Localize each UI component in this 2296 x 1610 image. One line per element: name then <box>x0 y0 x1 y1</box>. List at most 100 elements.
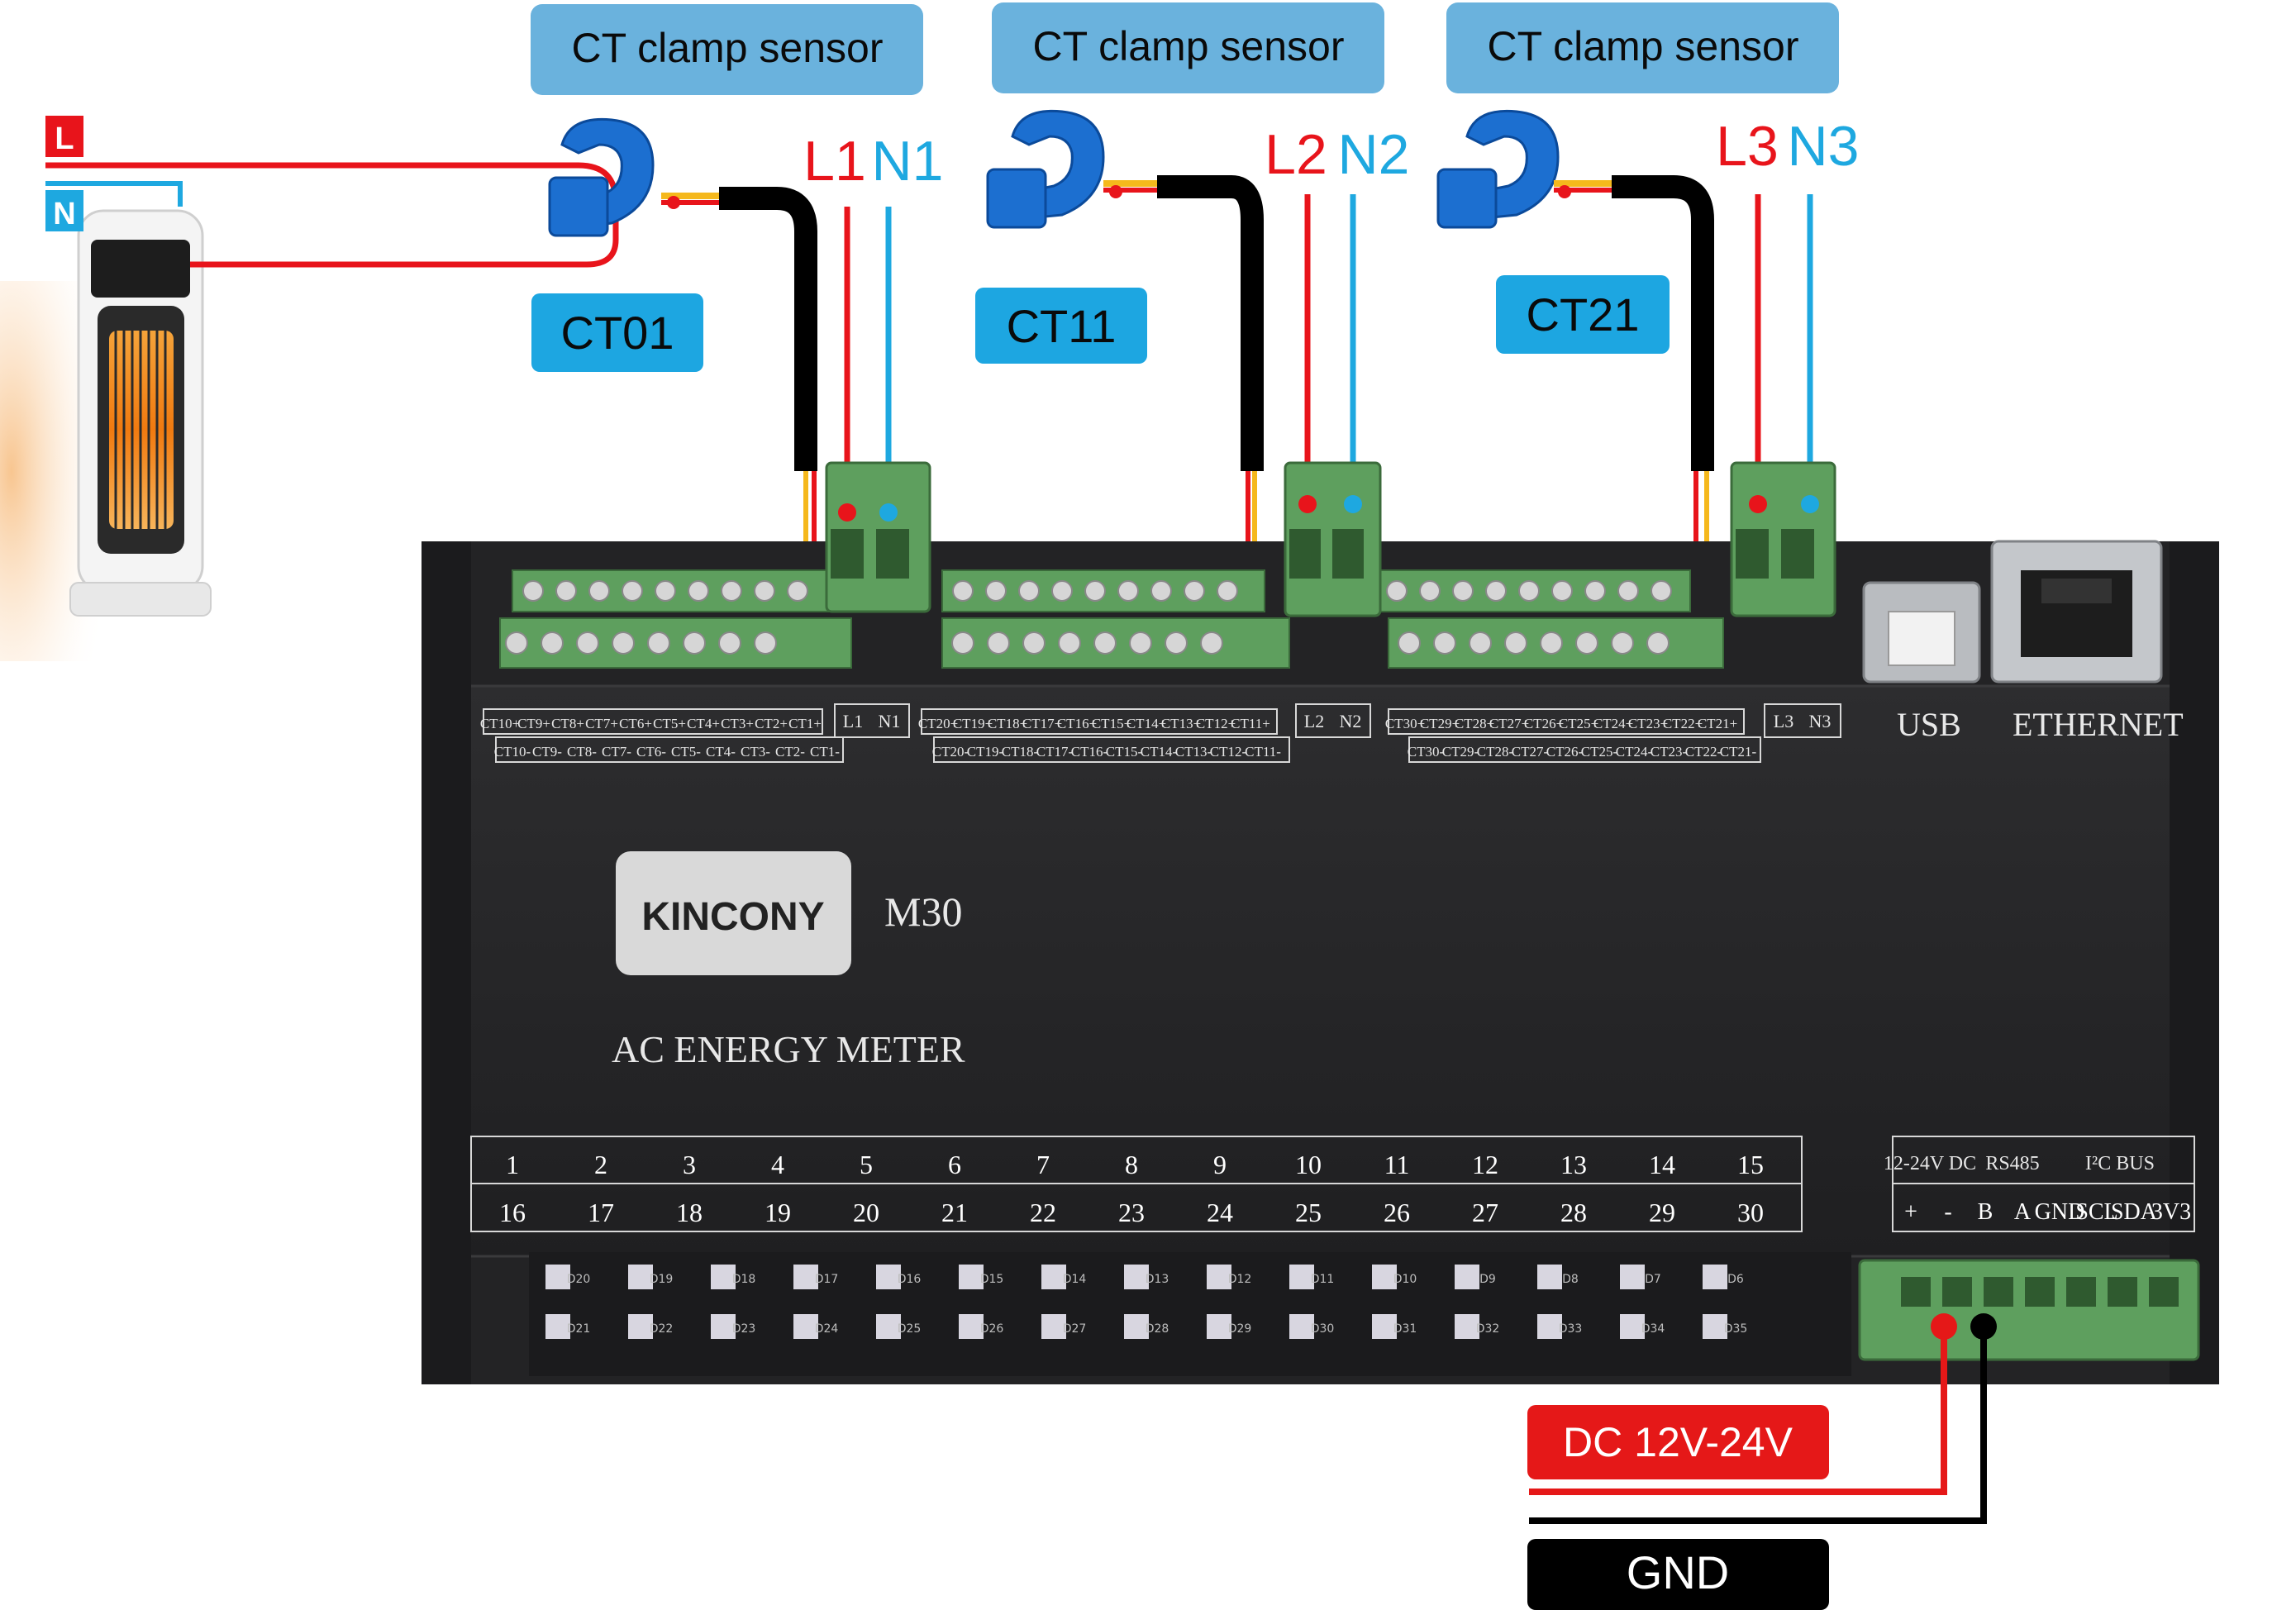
space-heater <box>0 209 212 661</box>
led-label: D24 <box>815 1322 839 1336</box>
terminal-labels-group1-bottom: CT10-CT9-CT8-CT7-CT6-CT5-CT4-CT3-CT2-CT1… <box>494 744 840 760</box>
power-block-pin: + <box>1904 1199 1917 1225</box>
channel-number: 12 <box>1472 1150 1498 1179</box>
terminal-label: CT11+ <box>1231 716 1270 731</box>
channel-number: 9 <box>1213 1150 1227 1179</box>
terminal-label: CT4- <box>706 744 736 760</box>
dc-power-label: DC 12V-24V <box>1563 1419 1793 1465</box>
terminal-label: CT27- <box>1512 744 1549 760</box>
heater-neutral-tag <box>45 190 83 231</box>
channel-number: 14 <box>1649 1150 1675 1179</box>
terminal-label: CT1+ <box>788 716 822 731</box>
power-block-pin: - <box>1944 1199 1951 1225</box>
channel-number: 29 <box>1649 1198 1675 1227</box>
terminal-label: CT20- <box>932 744 969 760</box>
terminal-label: CT24+ <box>1593 716 1633 731</box>
terminal-label: CT20+ <box>918 716 958 731</box>
live-label-3: L3 <box>1716 115 1779 178</box>
led-label: D32 <box>1476 1322 1500 1336</box>
terminal-label: CT11- <box>1245 744 1281 760</box>
led-label: D23 <box>732 1322 756 1336</box>
neutral-label-1: N1 <box>872 130 944 193</box>
channel-number: 28 <box>1560 1198 1587 1227</box>
terminal-label: CT2+ <box>755 716 788 731</box>
led-label: D28 <box>1146 1322 1169 1336</box>
gnd-tag <box>1527 1539 1829 1610</box>
led-label: D27 <box>1063 1322 1087 1336</box>
channel-number: 23 <box>1118 1198 1145 1227</box>
power-block-pin: B <box>1978 1199 1994 1225</box>
terminal-labels-group3-top: CT30+CT29+CT28+CT27+CT26+CT25+CT24+CT23+… <box>1385 716 1737 731</box>
terminal-label: CT14- <box>1141 744 1178 760</box>
power-block-pin: SCL <box>2075 1199 2117 1225</box>
usb-port <box>1862 581 1981 684</box>
led-label: D15 <box>980 1273 1004 1286</box>
terminal-label: CT29+ <box>1420 716 1460 731</box>
channel-number: 2 <box>594 1150 607 1179</box>
led-label: D33 <box>1559 1322 1583 1336</box>
terminal-label: CT1- <box>810 744 840 760</box>
led-label: D10 <box>1393 1273 1417 1286</box>
channel-number: 8 <box>1125 1150 1138 1179</box>
terminal-label: CT25+ <box>1559 716 1598 731</box>
led-label: D19 <box>650 1273 674 1286</box>
power-block-header: I²C BUS <box>2085 1153 2155 1174</box>
led-label: D8 <box>1562 1273 1579 1286</box>
terminal-label-outline <box>470 703 2195 1232</box>
terminal-label: CT21- <box>1720 744 1757 760</box>
ct-clamp-header-box-1 <box>531 4 923 95</box>
channel-number: 6 <box>948 1150 961 1179</box>
led-label: D6 <box>1727 1273 1744 1286</box>
channel-number: 24 <box>1207 1198 1233 1227</box>
channel-number: 13 <box>1560 1150 1587 1179</box>
terminal-label: L2 <box>1304 711 1324 731</box>
terminal-label: CT15+ <box>1092 716 1131 731</box>
terminal-label: CT9+ <box>517 716 550 731</box>
terminal-label: CT6+ <box>619 716 652 731</box>
channel-number: 7 <box>1036 1150 1050 1179</box>
terminal-label: CT15- <box>1106 744 1143 760</box>
ct-clamp-header-1: CT clamp sensor <box>572 25 884 71</box>
usb-label: USB <box>1897 706 1961 743</box>
led-label: D14 <box>1063 1273 1087 1286</box>
led-label: D25 <box>898 1322 922 1336</box>
ct-id-1: CT01 <box>561 307 674 359</box>
power-block-pin: A <box>2014 1199 2032 1225</box>
power-block-header: 12-24V DC <box>1884 1153 1976 1174</box>
power-block-header: RS485 <box>1985 1153 2039 1174</box>
terminal-labels-group1-top: CT10+CT9+CT8+CT7+CT6+CT5+CT4+CT3+CT2+CT1… <box>480 716 822 731</box>
channel-number: 30 <box>1737 1198 1764 1227</box>
channel-number: 3 <box>683 1150 696 1179</box>
terminal-label: CT28+ <box>1455 716 1494 731</box>
led-label: D12 <box>1228 1273 1252 1286</box>
led-label: D11 <box>1311 1273 1335 1286</box>
channel-number: 17 <box>588 1198 614 1227</box>
led-label: D22 <box>650 1322 674 1336</box>
terminal-label: CT7- <box>602 744 631 760</box>
channel-number: 10 <box>1295 1150 1322 1179</box>
led-label: D31 <box>1393 1322 1417 1336</box>
power-block-pin: 3V3 <box>2151 1199 2191 1225</box>
terminal-label: CT2- <box>775 744 805 760</box>
terminal-blocks <box>499 569 1724 669</box>
terminal-label: CT17- <box>1036 744 1074 760</box>
led-label: D18 <box>732 1273 756 1286</box>
terminal-label: CT8- <box>567 744 597 760</box>
led-label: D30 <box>1311 1322 1335 1336</box>
terminal-label: L3 <box>1774 711 1793 731</box>
channel-number: 18 <box>676 1198 703 1227</box>
terminal-label: CT23- <box>1651 744 1688 760</box>
channel-number: 1 <box>506 1150 519 1179</box>
neutral-label-3: N3 <box>1788 115 1860 178</box>
ct-id-box-1 <box>531 293 703 372</box>
led-label: D26 <box>980 1322 1004 1336</box>
channel-number: 19 <box>765 1198 791 1227</box>
led-label: D7 <box>1645 1273 1661 1286</box>
power-block-headers: 12-24V DC RS485 I²C BUS <box>1884 1153 2155 1174</box>
ct-id-2: CT11 <box>1007 300 1117 352</box>
